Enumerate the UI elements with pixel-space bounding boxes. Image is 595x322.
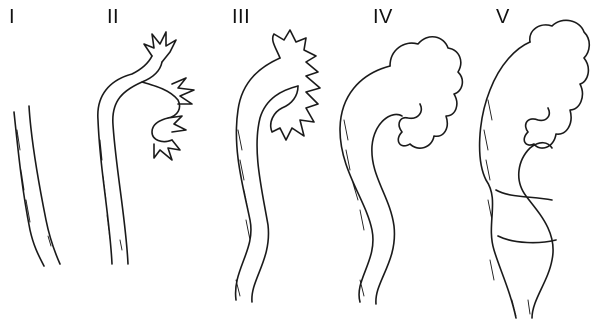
- stage-5-stalk: [480, 20, 590, 318]
- stage-1-tube: [14, 106, 60, 266]
- stage-4-stalk: [340, 37, 462, 304]
- stage-3-stalk: [236, 30, 320, 302]
- stage-2-stalk: [98, 32, 194, 264]
